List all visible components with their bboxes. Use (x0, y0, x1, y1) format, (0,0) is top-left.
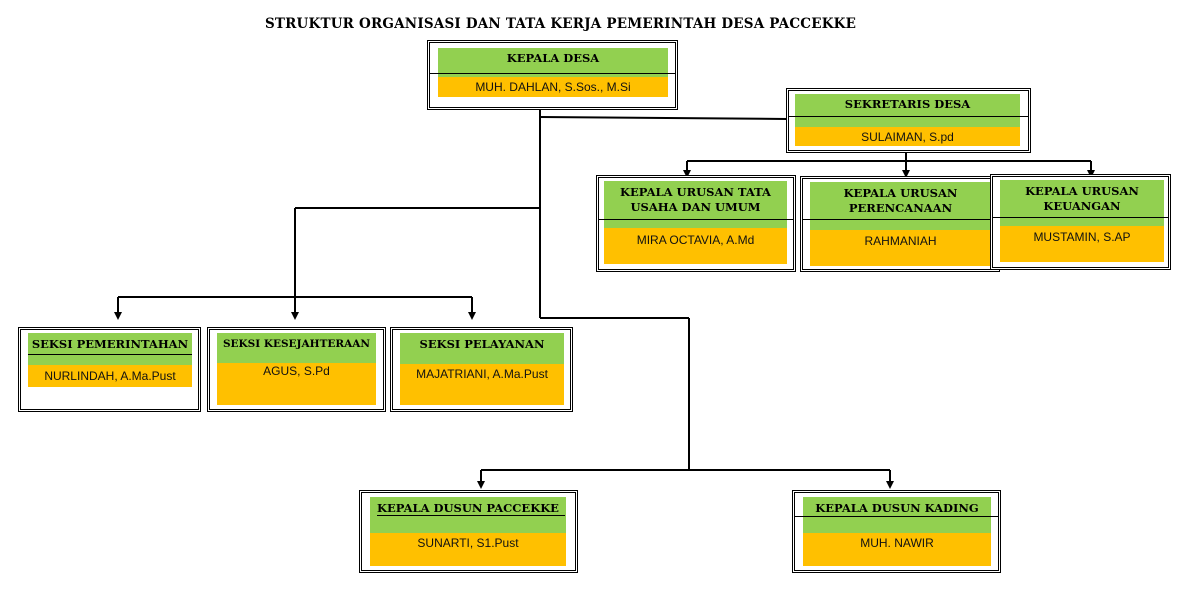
sekretaris-desa-name: SULAIMAN, S.pd (795, 127, 1020, 146)
sekretaris-desa-box: SEKRETARIS DESA SULAIMAN, S.pd (786, 88, 1031, 153)
kaur-perencanaan-name: RAHMANIAH (810, 230, 991, 266)
kaur-tata-usaha-name: MIRA OCTAVIA, A.Md (604, 228, 787, 264)
seksi-pelayanan-box: SEKSI PELAYANAN MAJATRIANI, A.Ma.Pust (390, 327, 573, 412)
seksi-kesejahteraan-title: SEKSI KESEJAHTERAAN (217, 333, 376, 363)
kaur-tata-usaha-rule (599, 219, 793, 220)
kepala-dusun-paccekke-rule (377, 515, 565, 516)
kaur-keuangan-box: KEPALA URUSAN KEUANGAN MUSTAMIN, S.AP (990, 174, 1171, 270)
kaur-tata-usaha-box: KEPALA URUSAN TATA USAHA DAN UMUM MIRA O… (596, 175, 796, 272)
kepala-dusun-kading-box: KEPALA DUSUN KADING MUH. NAWIR (792, 490, 1001, 573)
kaur-tata-usaha-title: KEPALA URUSAN TATA USAHA DAN UMUM (604, 181, 787, 228)
kepala-dusun-kading-name: MUH. NAWIR (803, 533, 991, 566)
kaur-perencanaan-box: KEPALA URUSAN PERENCANAAN RAHMANIAH (800, 176, 1000, 272)
kepala-dusun-paccekke-box: KEPALA DUSUN PACCEKKE SUNARTI, S1.Pust (359, 490, 578, 573)
kepala-dusun-kading-title: KEPALA DUSUN KADING (803, 497, 991, 533)
kepala-desa-title: KEPALA DESA (438, 48, 668, 77)
seksi-pemerintahan-name: NURLINDAH, A.Ma.Pust (28, 365, 192, 387)
page-title: STRUKTUR ORGANISASI DAN TATA KERJA PEMER… (264, 16, 857, 32)
kepala-dusun-paccekke-name: SUNARTI, S1.Pust (370, 533, 566, 566)
seksi-pemerintahan-rule (28, 354, 192, 355)
seksi-pemerintahan-box: SEKSI PEMERINTAHAN NURLINDAH, A.Ma.Pust (18, 327, 201, 412)
kaur-perencanaan-title: KEPALA URUSAN PERENCANAAN (810, 182, 991, 230)
kepala-desa-rule (430, 73, 675, 74)
kepala-dusun-kading-rule (795, 516, 998, 517)
kaur-perencanaan-rule (803, 219, 997, 220)
kepala-desa-box: KEPALA DESA MUH. DAHLAN, S.Sos., M.Si (427, 40, 678, 110)
seksi-kesejahteraan-name: AGUS, S.Pd (217, 363, 376, 405)
kaur-keuangan-name: MUSTAMIN, S.AP (1000, 226, 1164, 262)
connector-sekretaris (539, 116, 788, 120)
kepala-desa-name: MUH. DAHLAN, S.Sos., M.Si (438, 77, 668, 97)
kaur-keuangan-title: KEPALA URUSAN KEUANGAN (1000, 180, 1164, 226)
seksi-pemerintahan-title: SEKSI PEMERINTAHAN (28, 333, 192, 365)
seksi-pelayanan-name: MAJATRIANI, A.Ma.Pust (400, 364, 564, 405)
seksi-kesejahteraan-box: SEKSI KESEJAHTERAAN AGUS, S.Pd (207, 327, 386, 412)
sekretaris-desa-title: SEKRETARIS DESA (795, 94, 1020, 128)
kaur-keuangan-rule (993, 217, 1168, 218)
sekretaris-desa-rule (789, 116, 1028, 117)
seksi-pelayanan-title: SEKSI PELAYANAN (400, 333, 564, 364)
